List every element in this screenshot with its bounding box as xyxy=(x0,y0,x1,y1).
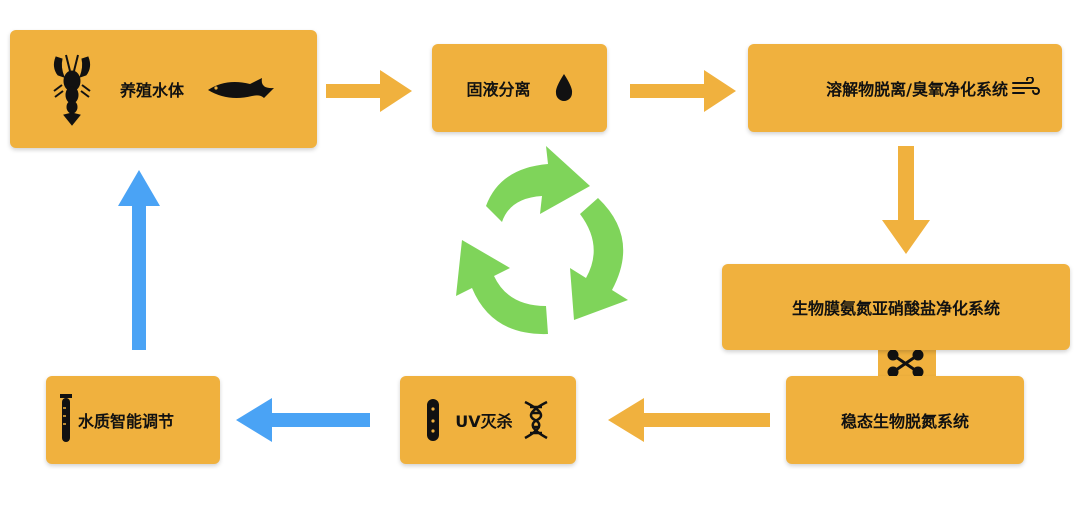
arrow-aquaculture-to-solid-liquid xyxy=(326,70,412,112)
droplet-icon xyxy=(555,74,573,102)
dna-icon xyxy=(521,400,551,440)
molecule-icon xyxy=(887,349,924,378)
node-solid-liquid: 固液分离 xyxy=(432,44,607,132)
node-degassing-label: 溶解物脱离/臭氧净化系统 xyxy=(826,80,1008,99)
bacteria-icon xyxy=(425,397,441,443)
test-tube-icon xyxy=(60,394,72,446)
wind-icon xyxy=(1012,77,1040,99)
node-water-quality: 水质智能调节 xyxy=(46,376,220,464)
lobster-icon xyxy=(50,51,94,127)
node-water-quality-label: 水质智能调节 xyxy=(78,412,175,431)
arrow-uv-to-water-quality xyxy=(236,398,370,442)
node-uv: UV灭杀 xyxy=(400,376,576,464)
arrow-degassing-to-biofilm xyxy=(882,146,930,254)
node-aquaculture: 养殖水体 xyxy=(10,30,317,148)
node-degassing: 溶解物脱离/臭氧净化系统 xyxy=(748,44,1062,132)
node-stable-bio: 稳态生物脱氮系统 xyxy=(786,376,1024,464)
node-solid-liquid-label: 固液分离 xyxy=(466,80,531,99)
node-stable-bio-label: 稳态生物脱氮系统 xyxy=(840,412,969,431)
node-uv-label: UV灭杀 xyxy=(455,412,513,431)
arrow-water-quality-to-aquaculture xyxy=(118,170,160,350)
node-biofilm: 生物膜氨氮亚硝酸盐净化系统 xyxy=(722,264,1070,350)
recycle-cycle-icon xyxy=(456,146,628,335)
fish-icon xyxy=(206,74,276,104)
arrow-stable-bio-to-uv xyxy=(608,398,770,442)
arrow-solid-liquid-to-degassing xyxy=(630,70,736,112)
node-biofilm-label: 生物膜氨氮亚硝酸盐净化系统 xyxy=(791,299,1000,318)
node-aquaculture-label: 养殖水体 xyxy=(120,81,185,100)
